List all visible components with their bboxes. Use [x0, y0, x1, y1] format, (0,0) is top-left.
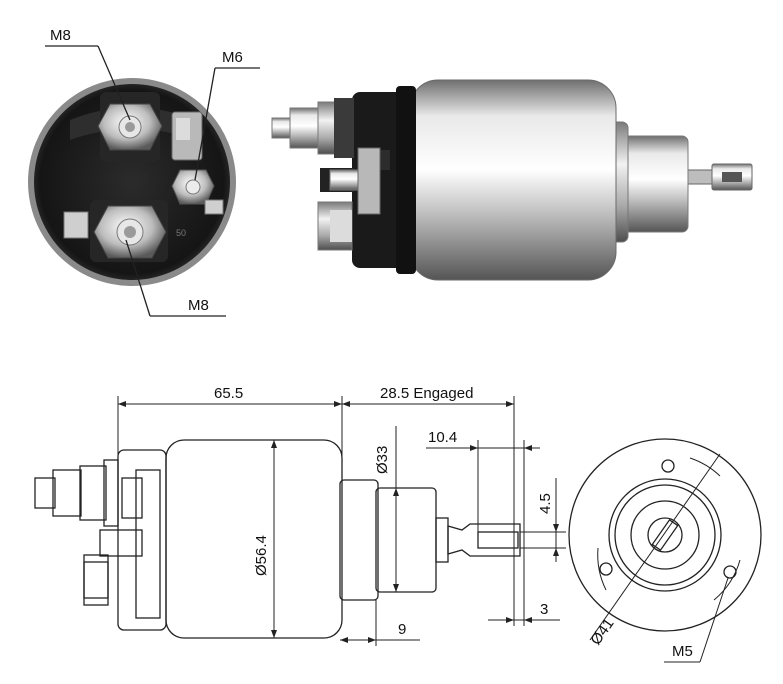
dim-engaged: 28.5 Engaged: [342, 385, 515, 626]
dim-slot-width: 4.5: [520, 478, 566, 562]
dim-body-length-label: 65.5: [214, 385, 243, 402]
dim-step-length: 9: [340, 600, 420, 646]
mount-hole-left: [599, 562, 613, 576]
label-m8-top: M8: [50, 27, 71, 44]
terminal-cap: [352, 86, 416, 274]
dim-rod-end: 10.4: [426, 429, 540, 626]
plunger-tab: [687, 163, 753, 191]
dim-thread-label: M5: [672, 643, 693, 660]
dim-body-length: 65.5: [117, 385, 343, 470]
drawing-plunger: [339, 479, 521, 601]
mount-hole-top: [661, 459, 675, 473]
label-m6: M6: [222, 49, 243, 66]
dim-body-dia: Ø56.4: [253, 440, 277, 638]
terminal-m8-top: [97, 92, 163, 162]
solenoid-body: [409, 79, 617, 281]
mount-hole-right: [723, 565, 737, 579]
drawing-end-view: Ø41 M5: [568, 438, 762, 663]
photo-callouts: M8 M6 M8: [45, 27, 260, 317]
side-terminal-mid: [320, 147, 381, 215]
terminal-m8-bottom: [63, 200, 168, 262]
side-stud-top: [271, 98, 354, 158]
technical-drawing: 65.5 28.5 Engaged 10.4 Ø33: [34, 385, 762, 663]
dim-rod-end-label: 10.4: [428, 429, 457, 446]
dim-rod-thickness-label: 3: [540, 601, 548, 618]
drawing-terminals: [34, 449, 167, 631]
side-stud-bottom: [317, 201, 353, 251]
dim-flange-dia-label: Ø41: [587, 615, 617, 648]
plunger-housing: [621, 135, 689, 233]
dim-flange-dia-line: [589, 453, 721, 641]
label-m8-bottom: M8: [188, 297, 209, 314]
terminal-m6: [171, 111, 224, 215]
dim-engaged-label: 28.5 Engaged: [380, 385, 473, 402]
dim-plunger-dia: Ø33: [374, 426, 399, 592]
drawing-body: [165, 439, 343, 639]
dim-slot-width-label: 4.5: [537, 493, 554, 514]
side-view-photo: [271, 79, 753, 281]
end-view-photo: 50: [28, 78, 236, 286]
dim-body-dia-label: Ø56.4: [253, 535, 270, 576]
dim-plunger-dia-label: Ø33: [374, 446, 391, 474]
dim-step-length-label: 9: [398, 621, 406, 638]
dim-rod-thickness: 3: [488, 601, 560, 623]
terminal-mark-50: 50: [176, 228, 186, 238]
